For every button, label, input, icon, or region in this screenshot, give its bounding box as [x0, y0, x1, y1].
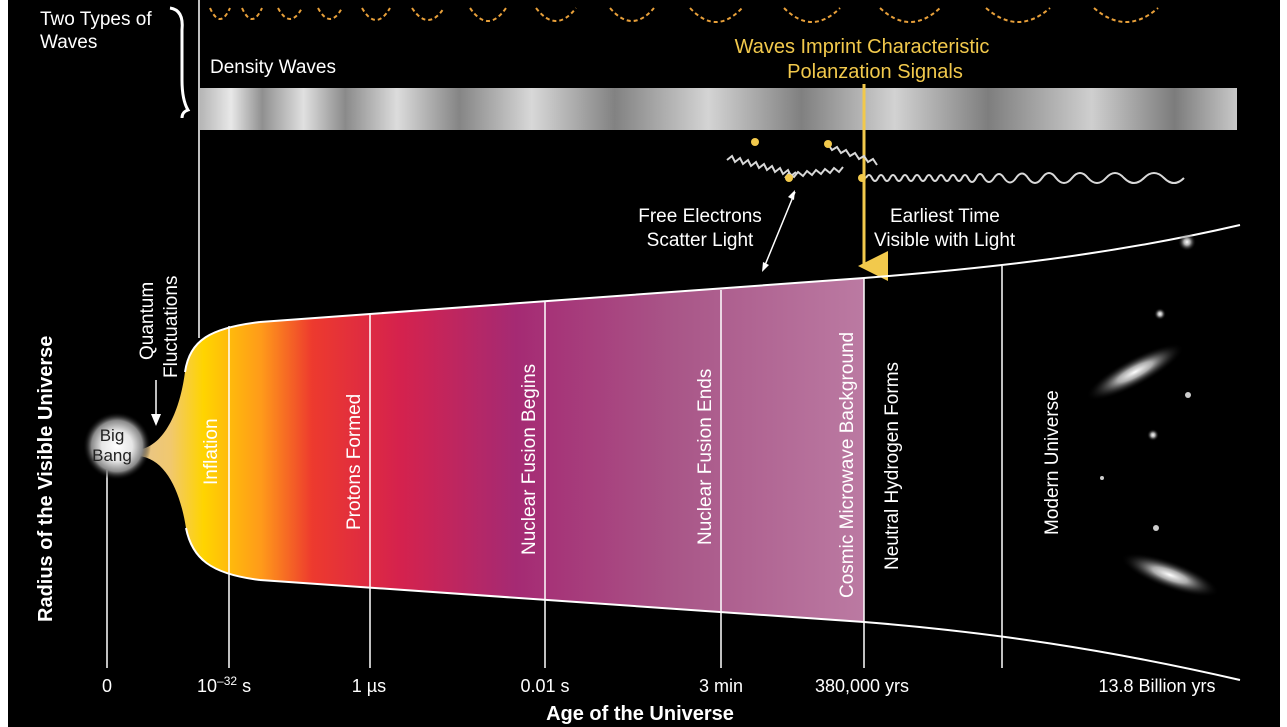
- electron-scatter-springs: [726, 143, 1185, 184]
- x-axis-title: Age of the Universe: [546, 703, 734, 725]
- tick-label-inflation: 10–32 s: [197, 674, 251, 696]
- two-types-label-line1: Two Types of: [40, 9, 152, 30]
- density-wave-band: [200, 88, 1237, 130]
- density-waves-label: Density Waves: [210, 57, 336, 78]
- tick-label-inflation-unit: s: [237, 676, 251, 696]
- quantum-fluctuations-label-line2: Fluctuations: [161, 276, 182, 378]
- polarization-label-line1: Waves Imprint Characteristic: [735, 36, 990, 58]
- wave-types-brace: [169, 6, 191, 119]
- tick-label-inflation-exponent: –32: [217, 674, 237, 688]
- free-electrons-label-line1: Free Electrons: [638, 206, 762, 227]
- electron-dot: [824, 140, 832, 148]
- electron-dot: [751, 138, 759, 146]
- universe-upper-edge: [259, 224, 1241, 323]
- star-icon: [1178, 233, 1196, 251]
- electron-dot: [785, 174, 793, 182]
- era-label-cmb: Cosmic Microwave Background: [837, 332, 858, 598]
- big-bang-glow: [83, 412, 151, 480]
- tick-label-zero: 0: [102, 676, 112, 696]
- big-bang-label-line1: Big: [100, 426, 125, 445]
- inflation-lower-edge: [185, 527, 261, 581]
- scatter-arrowhead-top: [788, 190, 795, 200]
- electron-dot: [858, 174, 866, 182]
- tick-label-1us: 1 µs: [352, 676, 386, 696]
- universe-lower-edge: [259, 579, 1241, 681]
- star-icon: [1100, 476, 1104, 480]
- spiral-galaxy-icon: [1120, 552, 1220, 598]
- era-label-inflation: Inflation: [201, 418, 222, 485]
- quantum-fluctuations-label-line1: Quantum: [137, 282, 158, 360]
- star-icon: [1153, 525, 1159, 531]
- era-label-neutral-hydrogen: Neutral Hydrogen Forms: [882, 362, 903, 570]
- y-axis-title: Radius of the Visible Universe: [35, 336, 57, 622]
- era-dividers: [106, 266, 1003, 668]
- two-types-label-line2: Waves: [40, 32, 97, 53]
- early-universe-fireball: [138, 278, 864, 622]
- tick-label-380000yrs: 380,000 yrs: [815, 676, 909, 696]
- tick-label-3min: 3 min: [699, 676, 743, 696]
- quantum-arrowhead: [151, 414, 161, 426]
- star-icon: [1185, 392, 1191, 398]
- spiral-galaxy-icon: [1085, 343, 1185, 401]
- star-icon: [1154, 308, 1166, 320]
- scatter-arrowhead-bottom: [762, 262, 769, 272]
- gravitational-wave-pattern: [209, 7, 1159, 23]
- inflation-upper-edge: [184, 321, 261, 373]
- scatter-double-arrow: [762, 191, 796, 271]
- era-label-nuclear-fusion-begins: Nuclear Fusion Begins: [519, 364, 540, 555]
- earliest-time-label-line2: Visible with Light: [874, 230, 1016, 251]
- tick-label-0-01s: 0.01 s: [520, 676, 569, 696]
- earliest-time-label-line1: Earliest Time: [890, 206, 1000, 227]
- era-label-modern-universe: Modern Universe: [1042, 390, 1063, 535]
- free-electrons-label-line2: Scatter Light: [647, 230, 754, 251]
- galaxies: [1085, 233, 1220, 598]
- tick-label-inflation-base: 10: [197, 676, 217, 696]
- polarization-label-line2: Polanzation Signals: [787, 61, 963, 83]
- era-label-nuclear-fusion-ends: Nuclear Fusion Ends: [695, 369, 716, 545]
- big-bang-label-line2: Bang: [92, 446, 132, 465]
- star-icon: [1147, 429, 1159, 441]
- tick-label-13-8-billion: 13.8 Billion yrs: [1098, 676, 1215, 696]
- era-label-protons-formed: Protons Formed: [344, 394, 365, 530]
